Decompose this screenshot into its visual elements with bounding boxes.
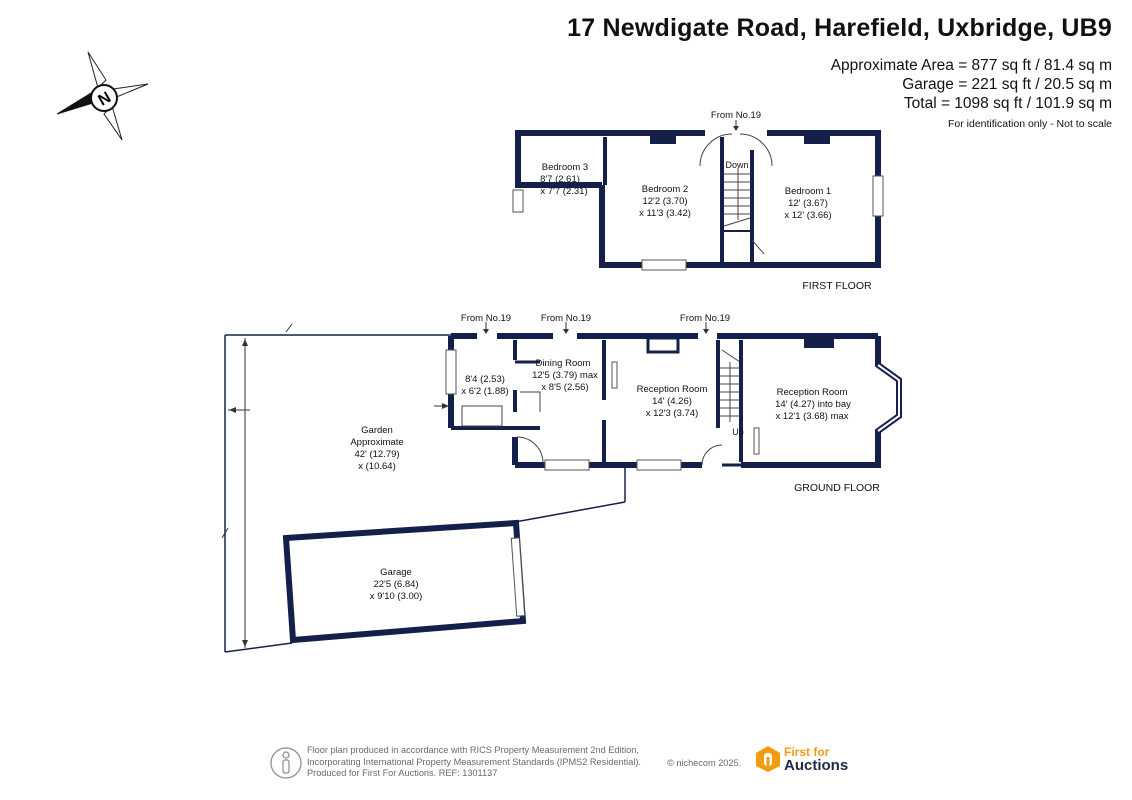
bedroom2-dim1: 12'2 (3.70) bbox=[642, 196, 687, 207]
reception-room-2-dim1: 14' (4.27) into bay bbox=[775, 399, 851, 410]
ff-from-label: From No.19 bbox=[711, 110, 761, 121]
reception-room-1-dim1: 14' (4.26) bbox=[652, 396, 692, 407]
ipms-person-icon bbox=[270, 747, 302, 779]
ff-stairs-label: Down bbox=[725, 160, 748, 170]
approximate-area: Approximate Area = 877 sq ft / 81.4 sq m bbox=[830, 57, 1112, 74]
bedroom2-name: Bedroom 2 bbox=[642, 184, 688, 195]
footer-line-1: Floor plan produced in accordance with R… bbox=[307, 745, 639, 755]
gf-from-label-1: From No.19 bbox=[461, 313, 511, 324]
garage-dim1: 22'5 (6.84) bbox=[373, 579, 418, 590]
bedroom1-dim1: 12' (3.67) bbox=[788, 198, 828, 209]
footer-line-3: Produced for First For Auctions. REF: 13… bbox=[307, 768, 498, 779]
garden-name2: Approximate bbox=[350, 437, 403, 448]
garden-name: Garden bbox=[361, 425, 393, 436]
ground-floor-label: GROUND FLOOR bbox=[794, 482, 880, 494]
garage-name: Garage bbox=[380, 567, 412, 578]
gf-stairs-label: Up bbox=[732, 427, 744, 437]
garden-dim2: x (10.64) bbox=[358, 461, 396, 472]
garage-area: Garage = 221 sq ft / 20.5 sq m bbox=[902, 76, 1112, 93]
first-floor-label: FIRST FLOOR bbox=[802, 280, 872, 292]
gf-from-label-3: From No.19 bbox=[680, 313, 730, 324]
reception-room-2-dim2: x 12'1 (3.68) max bbox=[775, 411, 848, 422]
identification-note: For identification only - Not to scale bbox=[948, 118, 1112, 130]
footer-line-2: Incorporating International Property Mea… bbox=[307, 756, 641, 767]
first-floor-labels: From No.19 Down Bedroom 3 8'7 (2.61) x 7… bbox=[540, 110, 872, 292]
gf-from-label-2: From No.19 bbox=[541, 313, 591, 324]
brand-name-bottom: Auctions bbox=[784, 757, 849, 774]
utility-dim1: 8'4 (2.53) bbox=[465, 374, 505, 385]
garage-dim2: x 9'10 (3.00) bbox=[370, 591, 423, 602]
reception-room-1-name: Reception Room bbox=[637, 384, 708, 395]
ground-floor-labels: From No.19 From No.19 From No.19 Up 8'4 … bbox=[350, 313, 880, 602]
dining-room-name: Dining Room bbox=[536, 358, 591, 369]
first-floor-plan bbox=[512, 120, 884, 271]
utility-dim2: x 6'2 (1.88) bbox=[461, 386, 508, 397]
total-area: Total = 1098 sq ft / 101.9 sq m bbox=[903, 95, 1112, 112]
bedroom3-dim2: x 7'7 (2.31) bbox=[540, 186, 587, 197]
footer-disclaimer: Floor plan produced in accordance with R… bbox=[307, 745, 641, 780]
dining-room-dim1: 12'5 (3.79) max bbox=[532, 370, 598, 381]
dining-room-dim2: x 8'5 (2.56) bbox=[541, 382, 588, 393]
reception-room-1-dim2: x 12'3 (3.74) bbox=[646, 408, 699, 419]
property-title: 17 Newdigate Road, Harefield, Uxbridge, … bbox=[567, 14, 1112, 42]
ground-floor-plan bbox=[221, 322, 902, 653]
bedroom3-name: Bedroom 3 bbox=[542, 162, 588, 173]
brand-name-top: First for bbox=[784, 745, 830, 759]
copyright-notice: © nichecom 2025. bbox=[667, 758, 742, 768]
bedroom1-dim2: x 12' (3.66) bbox=[784, 210, 831, 221]
bedroom3-dim1: 8'7 (2.61) bbox=[540, 174, 580, 185]
reception-room-2-name: Reception Room bbox=[777, 387, 848, 398]
first-for-auctions-logo-icon bbox=[756, 746, 780, 772]
compass: N bbox=[56, 51, 149, 141]
garden-dim1: 42' (12.79) bbox=[354, 449, 399, 460]
bedroom1-name: Bedroom 1 bbox=[785, 186, 831, 197]
bedroom2-dim2: x 11'3 (3.42) bbox=[639, 208, 691, 219]
